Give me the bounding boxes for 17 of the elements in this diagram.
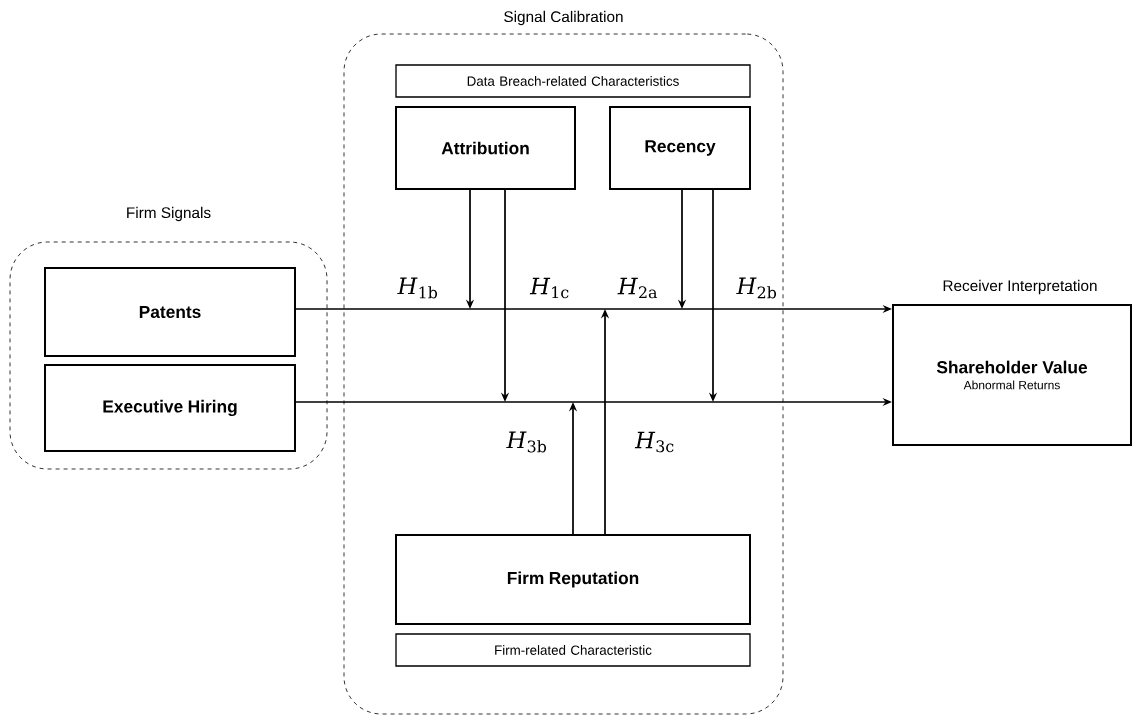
edge-label: H$_{2a}$ [617, 277, 658, 299]
result-box: Shareholder Value Abnormal Returns [892, 304, 1132, 446]
concept-box: Patents [44, 267, 296, 357]
edge-label: H$_{2b}$ [736, 277, 777, 299]
edge-label: H$_{1c}$ [529, 277, 569, 299]
box-heading: Receiver Interpretation [943, 279, 1097, 295]
concept-box: Attribution [395, 106, 576, 190]
concept-box: Recency [609, 106, 751, 190]
category-box: Data Breach-related Characteristics [395, 64, 751, 98]
edge-label: H$_{3b}$ [506, 431, 547, 453]
group-heading: Signal Calibration [504, 10, 623, 26]
group-heading: Firm Signals [127, 206, 211, 222]
edge-label: H$_{3c}$ [634, 431, 674, 453]
category-box: Firm-related Characteristic [395, 633, 751, 667]
concept-box: Executive Hiring [44, 364, 296, 452]
concept-box: Firm Reputation [395, 534, 751, 625]
edge-label: H$_{1b}$ [397, 277, 438, 299]
